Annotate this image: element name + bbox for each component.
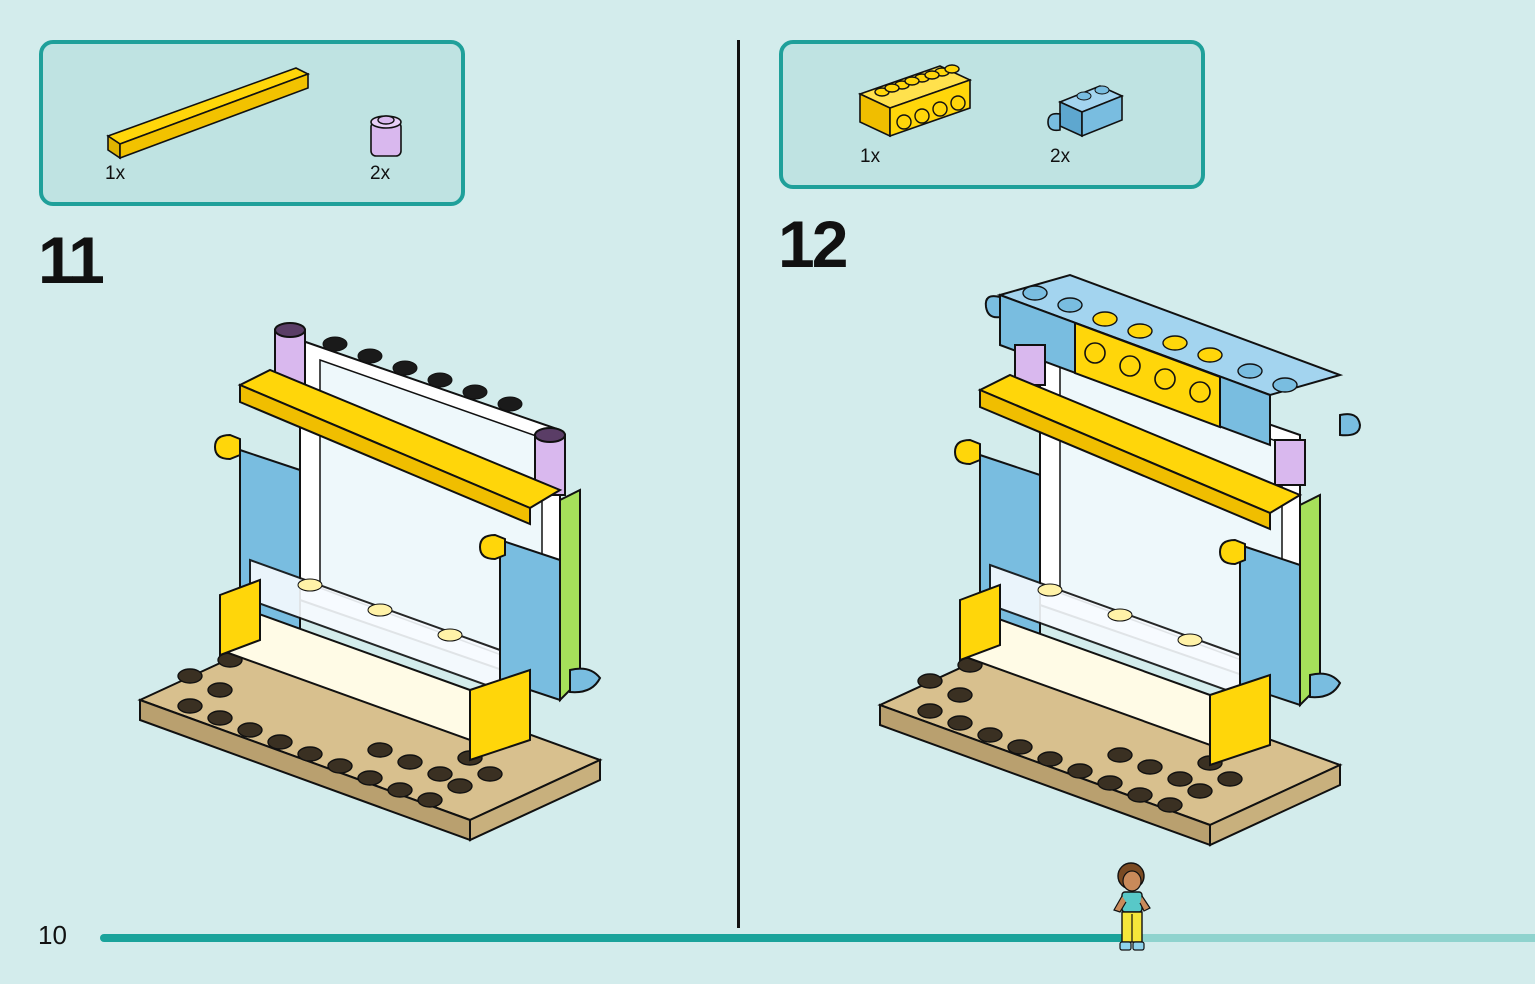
model-illustration-step-12: [877, 273, 1362, 847]
progress-bar-remaining: [1133, 934, 1535, 942]
part-qty: 1x: [860, 146, 881, 167]
part-qty: 2x: [1050, 146, 1071, 167]
page-number: 10: [38, 920, 67, 950]
step-number: 12: [778, 207, 848, 281]
part-qty: 2x: [370, 163, 391, 184]
step-number: 11: [38, 223, 105, 297]
blue-brick-with-clip-icon: [1047, 85, 1125, 138]
step-divider: [737, 40, 740, 928]
minifigure-progress-marker-icon: [1113, 862, 1151, 951]
lavender-round-brick-icon: [370, 115, 402, 157]
progress-bar-completed: [100, 934, 1133, 942]
parts-callout-step-12: [779, 40, 1205, 189]
part-qty: 1x: [105, 163, 126, 184]
yellow-brick-1x4-with-studs-on-side-icon: [857, 64, 973, 138]
yellow-tile-1x8-icon: [106, 67, 311, 160]
model-illustration-step-11: [137, 322, 603, 842]
